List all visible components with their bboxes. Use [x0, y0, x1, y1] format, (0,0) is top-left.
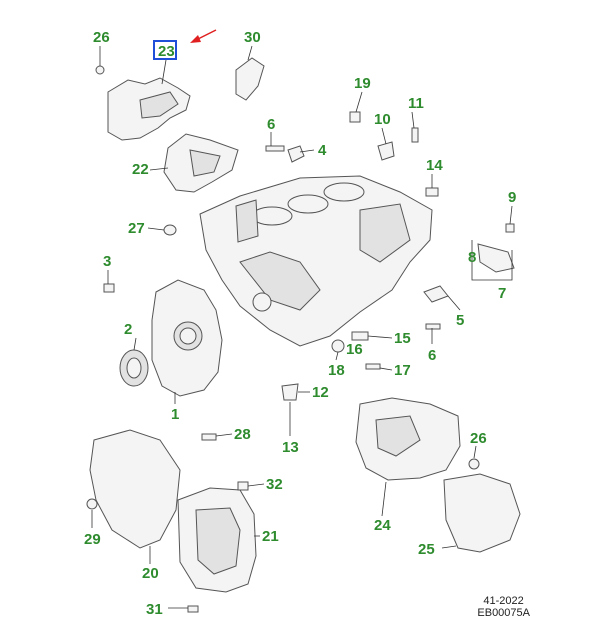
callout-31: 31: [146, 601, 163, 618]
callout-1: 1: [171, 406, 179, 423]
callout-20: 20: [142, 565, 159, 582]
part-11-bolt: [411, 127, 419, 143]
footer-drawing-id: EB00075A: [477, 607, 530, 619]
callout-28: 28: [234, 426, 251, 443]
callout-27: 27: [128, 220, 145, 237]
callout-24: 24: [374, 517, 391, 534]
callout-18: 18: [328, 362, 345, 379]
part-8-valve: [477, 243, 515, 273]
callout-21: 21: [262, 528, 279, 545]
footer-codes: 41-2022 EB00075A: [477, 595, 530, 619]
part-24-cylinder-head: [355, 397, 461, 481]
red-indicator-arrow: [190, 29, 217, 43]
part-12-sensor: [281, 383, 299, 401]
callout-15: 15: [394, 330, 411, 347]
part-4-sensor: [287, 145, 305, 163]
callout-2: 2: [124, 321, 132, 338]
part-9-bolt: [505, 223, 515, 233]
part-17-bolt: [365, 363, 381, 370]
part-2-seal: [119, 349, 149, 387]
part-30-gasket: [235, 57, 265, 101]
callout-12: 12: [312, 384, 329, 401]
callout-26: 26: [470, 430, 487, 447]
part-22-bracket: [163, 133, 239, 193]
part-28-bolt: [201, 433, 217, 441]
part-23-shield: [95, 65, 191, 141]
part-26-nut-lower: [468, 458, 480, 470]
part-19-plug: [349, 111, 361, 123]
part-31-bolt: [187, 605, 199, 613]
part-14-sensor: [425, 187, 439, 197]
part-21-belt-cover: [177, 487, 257, 593]
engine-block: [199, 175, 433, 347]
callout-4: 4: [318, 142, 327, 159]
part-29-nut: [86, 498, 98, 510]
callout-10: 10: [374, 111, 391, 128]
callout-3: 3: [103, 253, 111, 270]
callout-23: 23: [158, 43, 175, 60]
callout-6: 6: [267, 116, 275, 133]
part-20-lower-cover: [89, 429, 181, 549]
highlight-box-23: [153, 40, 177, 60]
callout-13: 13: [282, 439, 299, 456]
leader-lines: [91, 45, 513, 609]
part-3-bolt: [103, 283, 115, 293]
callout-29: 29: [84, 531, 101, 548]
footer-date-code: 41-2022: [483, 595, 524, 607]
callout-14: 14: [426, 157, 443, 174]
callout-11: 11: [408, 95, 424, 112]
callout-32: 32: [266, 476, 283, 493]
part-5-sensor: [423, 285, 449, 303]
callout-6: 6: [428, 347, 436, 364]
part-1-timing-cover: [151, 279, 223, 397]
callout-25: 25: [418, 541, 435, 558]
part-6-bolt-top: [265, 145, 285, 152]
callout-26: 26: [93, 29, 110, 46]
callout-22: 22: [132, 161, 149, 178]
part-6-bolt-mid: [425, 323, 441, 330]
part-32-clip: [237, 481, 249, 491]
part-10-bracket: [377, 141, 395, 161]
callout-5: 5: [456, 312, 464, 329]
callout-16: 16: [346, 341, 363, 358]
callout-17: 17: [394, 362, 411, 379]
callout-30: 30: [244, 29, 261, 46]
part-25-gasket: [443, 473, 521, 553]
callout-19: 19: [354, 75, 371, 92]
part-27-plug: [163, 224, 177, 236]
part-15-16-sensor: [351, 331, 369, 341]
callout-8: 8: [468, 249, 476, 266]
callout-labels: 26 23 30 19 6 4 10 11 22 14 9 27 8 3 7 5…: [84, 29, 516, 618]
part-18-plug: [331, 339, 345, 353]
callout-9: 9: [508, 189, 516, 206]
callout-7: 7: [498, 285, 506, 302]
